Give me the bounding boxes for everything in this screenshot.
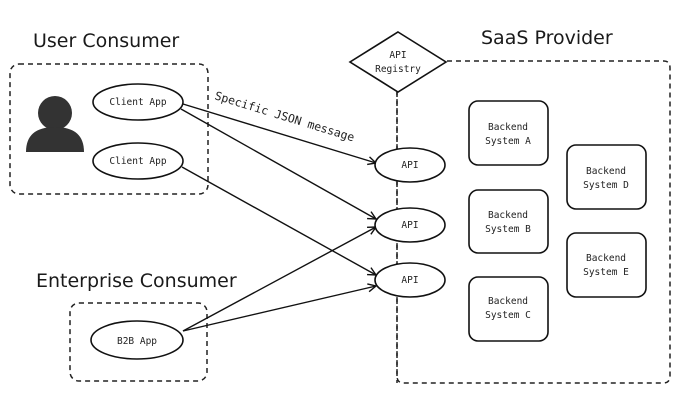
api-1[interactable]: API bbox=[374, 147, 446, 183]
api-registry[interactable]: API Registry bbox=[348, 31, 448, 93]
b2b-app[interactable]: B2B App bbox=[90, 320, 184, 360]
saas-provider-boundary bbox=[396, 60, 671, 384]
edge-client2-api3 bbox=[181, 166, 376, 275]
backend-c-line1: Backend bbox=[488, 296, 528, 307]
backend-e-line1: Backend bbox=[586, 253, 626, 264]
client-app-1[interactable]: Client App bbox=[92, 83, 184, 121]
api-registry-label-line1: API bbox=[389, 50, 406, 61]
backend-b-line1: Backend bbox=[488, 210, 528, 221]
saas-provider-title: SaaS Provider bbox=[481, 27, 613, 49]
enterprise-consumer-title: Enterprise Consumer bbox=[36, 270, 237, 292]
api-3[interactable]: API bbox=[374, 262, 446, 298]
edges: Specific JSON message bbox=[180, 88, 376, 332]
client-app-2-label: Client App bbox=[109, 156, 166, 167]
user-silhouette-icon bbox=[26, 96, 84, 152]
client-app-2[interactable]: Client App bbox=[92, 142, 184, 180]
backend-system-e[interactable]: Backend System E bbox=[566, 232, 647, 298]
backend-a-line1: Backend bbox=[488, 122, 528, 133]
edge-b2b-api2 bbox=[182, 227, 376, 332]
api-2[interactable]: API bbox=[374, 207, 446, 243]
api-2-label: API bbox=[401, 220, 418, 231]
edge-label-json-message: Specific JSON message bbox=[213, 88, 356, 144]
backend-system-d[interactable]: Backend System D bbox=[566, 144, 647, 210]
edge-client1-api2 bbox=[180, 108, 376, 219]
backend-c-line2: System C bbox=[485, 310, 531, 321]
api-3-label: API bbox=[401, 275, 418, 286]
backend-d-line1: Backend bbox=[586, 166, 626, 177]
user-consumer-title: User Consumer bbox=[33, 30, 179, 52]
backend-system-c[interactable]: Backend System C bbox=[468, 276, 549, 342]
backend-e-line2: System E bbox=[583, 267, 629, 278]
b2b-app-label: B2B App bbox=[117, 336, 157, 347]
client-app-1-label: Client App bbox=[109, 97, 166, 108]
backend-d-line2: System D bbox=[583, 180, 629, 191]
edge-client1-api1 bbox=[182, 103, 376, 163]
backend-system-a[interactable]: Backend System A bbox=[468, 100, 549, 166]
enterprise-consumer-boundary bbox=[69, 302, 208, 382]
api-1-label: API bbox=[401, 160, 418, 171]
user-consumer-boundary bbox=[9, 63, 209, 195]
edge-b2b-api3 bbox=[182, 286, 376, 332]
backend-system-b[interactable]: Backend System B bbox=[468, 189, 549, 254]
api-registry-label-line2: Registry bbox=[375, 64, 421, 75]
backend-b-line2: System B bbox=[485, 224, 531, 235]
backend-a-line2: System A bbox=[485, 136, 531, 147]
